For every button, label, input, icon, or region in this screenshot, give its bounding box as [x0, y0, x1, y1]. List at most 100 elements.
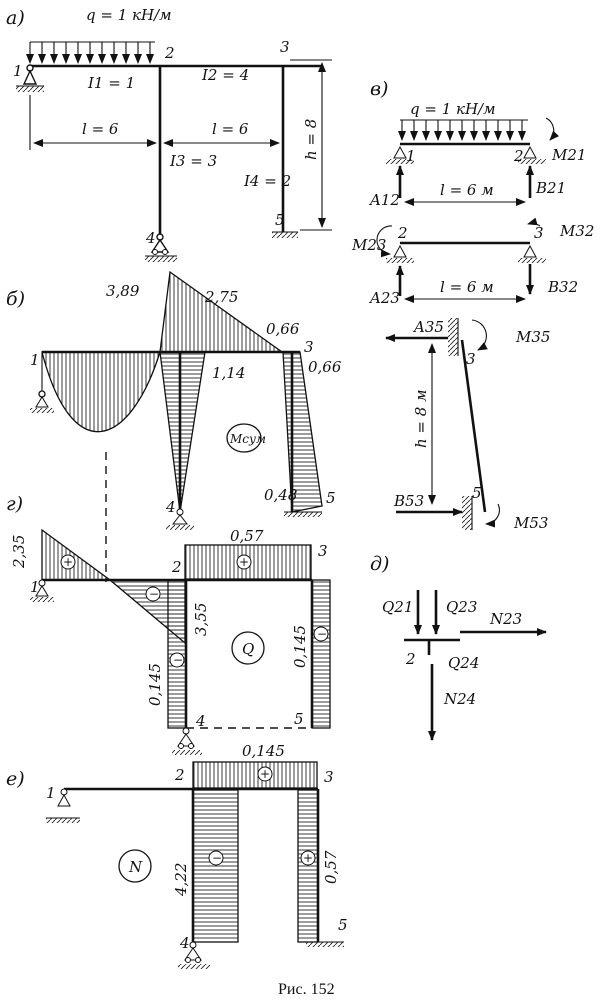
- plus-sign-span-1: +: [60, 554, 76, 570]
- force-n23: N23: [489, 610, 522, 628]
- panel-e-tag: е): [6, 768, 25, 790]
- reaction-a23: A23: [368, 289, 400, 307]
- force-n24: N24: [443, 690, 476, 708]
- support-4-e: [178, 941, 210, 969]
- support-1-g: [30, 579, 54, 602]
- node-5-b: 5: [326, 489, 336, 507]
- moment-area-span-1: [41, 351, 161, 433]
- node-2: 2: [164, 44, 175, 62]
- moment-value-0-66-b: 0,66: [308, 358, 342, 376]
- shear-badge-circle: [231, 631, 265, 665]
- plus-sign-girder: +: [236, 554, 252, 570]
- svg-text:−: −: [212, 851, 222, 865]
- moment-m23: M23: [351, 236, 386, 254]
- svg-text:+: +: [303, 851, 313, 865]
- fixed-support-5: [272, 231, 298, 238]
- moment-m53-arrow: [485, 503, 500, 528]
- node-5-v: 5: [472, 484, 482, 502]
- i1-label: I1 = 1: [87, 74, 135, 92]
- span-label-v1: l = 6 м: [440, 181, 494, 199]
- height-label: h = 8: [302, 119, 320, 160]
- axial-value-0-57: 0,57: [322, 850, 340, 884]
- load-label-v: q = 1 кН/м: [410, 100, 496, 118]
- span-label-2: l = 6: [212, 120, 249, 138]
- svg-text:−: −: [317, 627, 327, 641]
- force-q23: Q23: [446, 598, 477, 616]
- node-3: 3: [280, 38, 290, 56]
- node-2-v: 2: [513, 147, 524, 165]
- support-4-g: [172, 727, 202, 755]
- panel-b-tag: б): [6, 288, 25, 310]
- load-label: q = 1 кН/м: [86, 6, 172, 24]
- support-4-b: [166, 508, 194, 530]
- moment-m21: M21: [551, 146, 586, 164]
- shear-area-span-1-positive: [41, 528, 112, 581]
- moment-badge-circle: [226, 423, 262, 453]
- hinge-support-4: [145, 233, 177, 262]
- panel-d: д) Q21 Q23 N23 2 Q24 N24: [370, 553, 547, 741]
- moment-value-0-66-a: 0,66: [266, 320, 300, 338]
- node-1-e: 1: [46, 784, 56, 802]
- hinge-support-1: [16, 64, 44, 92]
- axial-value-4-22: 4,22: [172, 863, 190, 897]
- axial-value-0-145: 0,145: [242, 742, 285, 760]
- shear-value-0-145-left: 0,145: [146, 663, 164, 706]
- reaction-a12: A12: [368, 191, 400, 209]
- reaction-b32: B32: [547, 278, 578, 296]
- panel-v: в) q = 1 кН/м 1 2 M21 A12 B21: [351, 78, 594, 532]
- node-1-g: 1: [30, 578, 40, 596]
- svg-text:−: −: [149, 587, 159, 601]
- force-q24: Q24: [448, 654, 479, 672]
- figure-caption: Рис. 152: [278, 981, 335, 998]
- support-1-b: [30, 390, 54, 413]
- moment-value-3-89: 3,89: [106, 282, 140, 300]
- moment-area-span-2: [159, 270, 285, 353]
- panel-b: б) 3,89 2,75 0,66 0,66 1,14 0,: [6, 270, 342, 530]
- moment-m32: M32: [559, 222, 594, 240]
- moment-value-1-14: 1,14: [212, 364, 245, 382]
- distributed-load-arrows: [26, 41, 155, 64]
- minus-sign-column-3-5: −: [313, 626, 329, 642]
- moment-badge: Mсум: [229, 432, 266, 446]
- shear-area-column-3-5: [311, 579, 331, 729]
- node-4-g: 4: [195, 712, 206, 730]
- node-3-v: 3: [534, 224, 544, 242]
- plus-sign-girder-e: +: [257, 766, 273, 782]
- axial-area-girder-2-3: [192, 761, 318, 789]
- load-arrows-v: [398, 119, 528, 141]
- axial-badge-circle: [118, 849, 152, 883]
- minus-sign-column-2-4-e: −: [208, 850, 224, 866]
- node-2-v2: 2: [397, 224, 408, 242]
- reaction-b53: B53: [393, 492, 424, 510]
- span-label-v2: l = 6 м: [440, 278, 494, 296]
- node-1-b: 1: [30, 351, 40, 369]
- node-4: 4: [145, 229, 156, 247]
- svg-text:+: +: [260, 767, 270, 781]
- moment-m21-arrow: [545, 117, 560, 141]
- moment-value-2-75: 2,75: [204, 288, 238, 306]
- node-3-e: 3: [324, 768, 334, 786]
- panel-g-tag: г): [6, 493, 23, 515]
- shear-value-0-57: 0,57: [230, 527, 264, 545]
- moment-m35: M35: [515, 328, 550, 346]
- support-5-e: [306, 941, 344, 947]
- panel-d-tag: д): [370, 553, 389, 575]
- shear-badge: Q: [242, 640, 254, 658]
- axial-area-column-2-4: [192, 789, 239, 943]
- i4-label: I4 = 2: [243, 172, 291, 190]
- node-2-g: 2: [171, 558, 182, 576]
- node-2-e: 2: [174, 766, 185, 784]
- node-5: 5: [275, 211, 285, 229]
- svg-text:+: +: [239, 555, 249, 569]
- node-4-b: 4: [165, 498, 176, 516]
- node-4-e: 4: [179, 934, 190, 952]
- panel-e: е) + − + 0,145 4,2: [6, 742, 348, 969]
- shear-value-3-55: 3,55: [192, 603, 210, 636]
- axial-badge: N: [128, 858, 143, 876]
- node-1-v: 1: [406, 147, 416, 165]
- reaction-a35: A35: [412, 318, 444, 336]
- height-label-v: h = 8 м: [412, 389, 430, 448]
- node-2-d: 2: [405, 650, 416, 668]
- panel-g: г) + − + − − 2,35 0,57: [6, 493, 331, 755]
